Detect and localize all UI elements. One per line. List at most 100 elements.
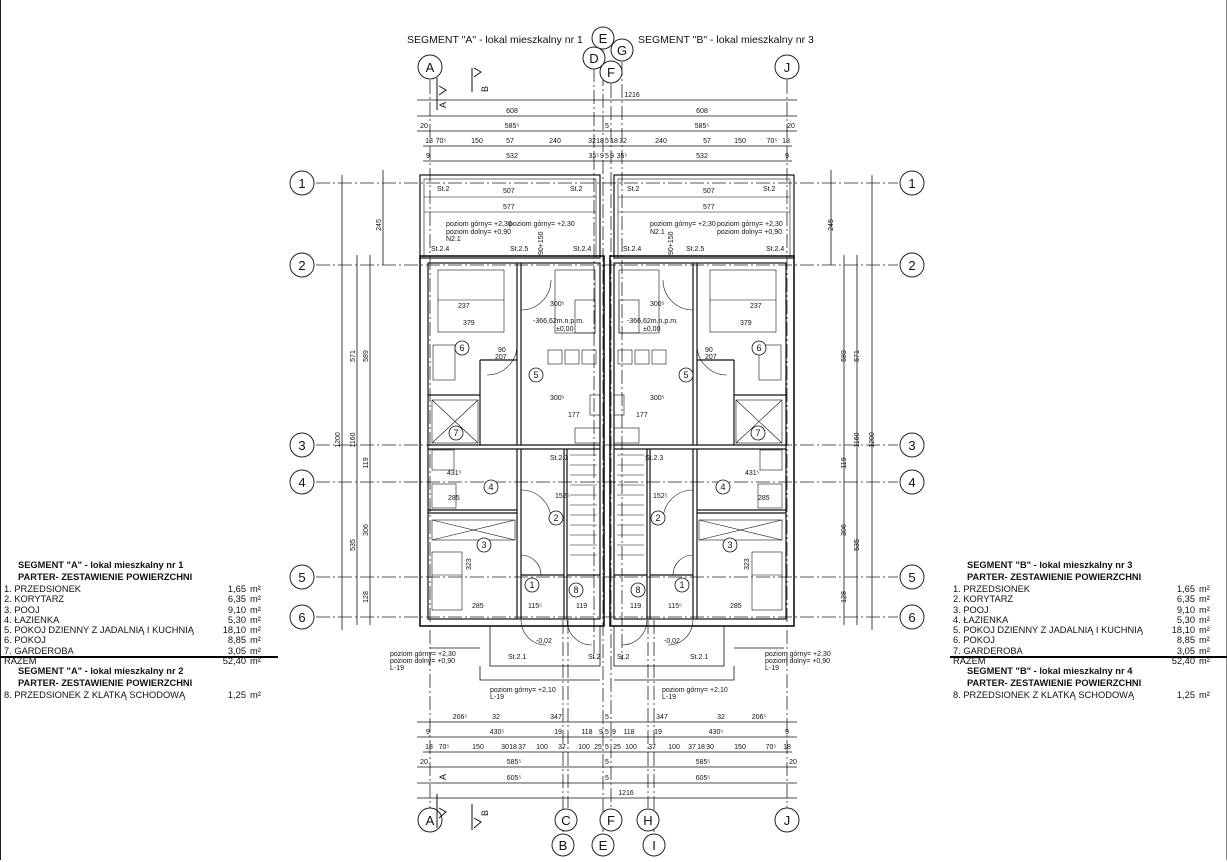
dim: 19	[554, 729, 562, 736]
annotation: ±0,00	[556, 326, 574, 333]
dim: 35⁵	[589, 153, 600, 160]
dimension-lines	[341, 99, 873, 799]
room-name: 1. PRZEDSIONEK	[4, 584, 81, 594]
dim: 589	[841, 350, 848, 362]
axis-label-top-d: D	[589, 51, 598, 66]
room-a-3: 3	[481, 540, 486, 550]
dim: 70⁵	[766, 744, 777, 751]
axis-label-bottom-a: A	[426, 813, 435, 828]
annotation: -0,02	[664, 638, 680, 645]
dim: 119	[363, 457, 370, 468]
dim-half-a: 608	[506, 108, 518, 115]
unit: m²	[250, 584, 261, 594]
heading-segment-a: SEGMENT "A" - lokal mieszkalny nr 1	[407, 34, 583, 46]
dim: 19	[654, 729, 662, 736]
dim: 1200	[869, 432, 876, 448]
room-name: 7. GARDEROBA	[4, 645, 74, 656]
room-area: 9,10	[1176, 604, 1195, 615]
annotation: -366,62m.n.p.m.	[533, 318, 584, 325]
axis-label-top-g: G	[617, 43, 627, 58]
dim: 18	[610, 138, 618, 145]
table-subtitle: PARTER- ZESTAWIENIE POWIERZCHNI	[967, 572, 1142, 582]
annotation: N2.1	[446, 236, 461, 243]
unit: m²	[250, 635, 261, 646]
annotation: 207	[495, 354, 507, 361]
dim: 70⁵	[767, 138, 778, 145]
annotation: L-19	[490, 694, 504, 701]
dim: 306	[363, 524, 370, 536]
dim: 57	[703, 138, 711, 145]
annotation: St.2	[437, 186, 450, 193]
dim: 32	[717, 714, 725, 721]
annotation: poziom dolny= +0,90	[765, 658, 830, 665]
plan-annotations: St.2 St.2 St.2 St.2 507 507 577 577 pozi…	[390, 186, 831, 701]
room-name: 2. KORYTARZ	[953, 594, 1014, 605]
annotation: poziom dolny= +0,90	[717, 229, 782, 236]
dim: 605⁵	[507, 775, 522, 782]
axis-grid	[316, 50, 898, 832]
annotation: St.2.3	[645, 455, 663, 462]
annotation: 152⁵	[555, 493, 570, 500]
annotation: St.2.4	[623, 246, 641, 253]
room-name: 5. POKOJ DZIENNY Z JADALNIĄ I KUCHNIĄ	[953, 625, 1143, 636]
dim: 206⁵	[752, 714, 767, 721]
table-subtitle: PARTER- ZESTAWIENIE POWIERZCHNI	[18, 572, 193, 582]
dim: 18	[783, 744, 791, 751]
dim: 9	[785, 729, 789, 736]
dim: 5	[605, 759, 609, 766]
room-a-7: 7	[453, 428, 458, 438]
room-b-5: 5	[683, 370, 688, 380]
annotation: 237	[458, 303, 470, 310]
dim: 32	[588, 138, 596, 145]
dim: 18	[425, 138, 433, 145]
annotation: 285	[758, 495, 770, 502]
unit: m²	[1199, 594, 1210, 605]
dim: 150	[472, 744, 484, 751]
room-a-1: 1	[529, 580, 534, 590]
dim: 32	[619, 138, 627, 145]
room-area: 1,25	[227, 690, 246, 701]
annotation: poziom górny= +2,10	[662, 687, 728, 694]
dim: 100	[536, 744, 548, 751]
axis-label-top-f: F	[607, 65, 615, 80]
dim: 535	[350, 539, 357, 551]
unit: m²	[250, 604, 261, 615]
dim: 5	[605, 123, 609, 130]
dim: 37	[648, 744, 656, 751]
dim: 30	[501, 744, 509, 751]
dim: 18	[596, 138, 604, 145]
dim: 25	[594, 744, 602, 751]
room-name: 6. POKOJ	[953, 635, 995, 646]
dim: 240	[655, 138, 667, 145]
room-name: 3. POOJ	[953, 604, 989, 615]
side-dimensions: 1200 1160 571 589 119 535 306 128 245 12…	[335, 219, 876, 603]
total-label: RAZEM	[4, 656, 37, 667]
room-b-3: 3	[727, 540, 732, 550]
room-name: 8. PRZEDSIONEK Z KLATKĄ SCHODOWĄ	[4, 690, 186, 701]
annotation: 577	[503, 204, 515, 211]
axis-labels: A D E F G J A C B F E H I J 1 2 3 4 5 6 …	[298, 31, 915, 853]
top-dimensions: 1216 608 608 20 585⁵ 5 585⁵ 20 18 70⁵ 15…	[420, 92, 795, 160]
annotation: poziom górny= +2,10	[490, 687, 556, 694]
annotation: 115⁵	[528, 603, 542, 610]
room-area: 5,30	[227, 614, 246, 625]
annotation: 300⁵	[650, 395, 665, 402]
annotation: St.2.4	[573, 246, 591, 253]
axis-label-bottom-c: C	[561, 813, 570, 828]
dim: 430⁵	[709, 729, 724, 736]
room-b-2: 2	[655, 513, 660, 523]
dim: 535	[854, 539, 861, 551]
annotation: 119	[630, 603, 641, 610]
annotation: St.2.1	[508, 654, 526, 661]
room-area: 1,25	[1176, 690, 1195, 701]
annotation: 177	[636, 412, 648, 419]
annotation: 285	[448, 495, 460, 502]
